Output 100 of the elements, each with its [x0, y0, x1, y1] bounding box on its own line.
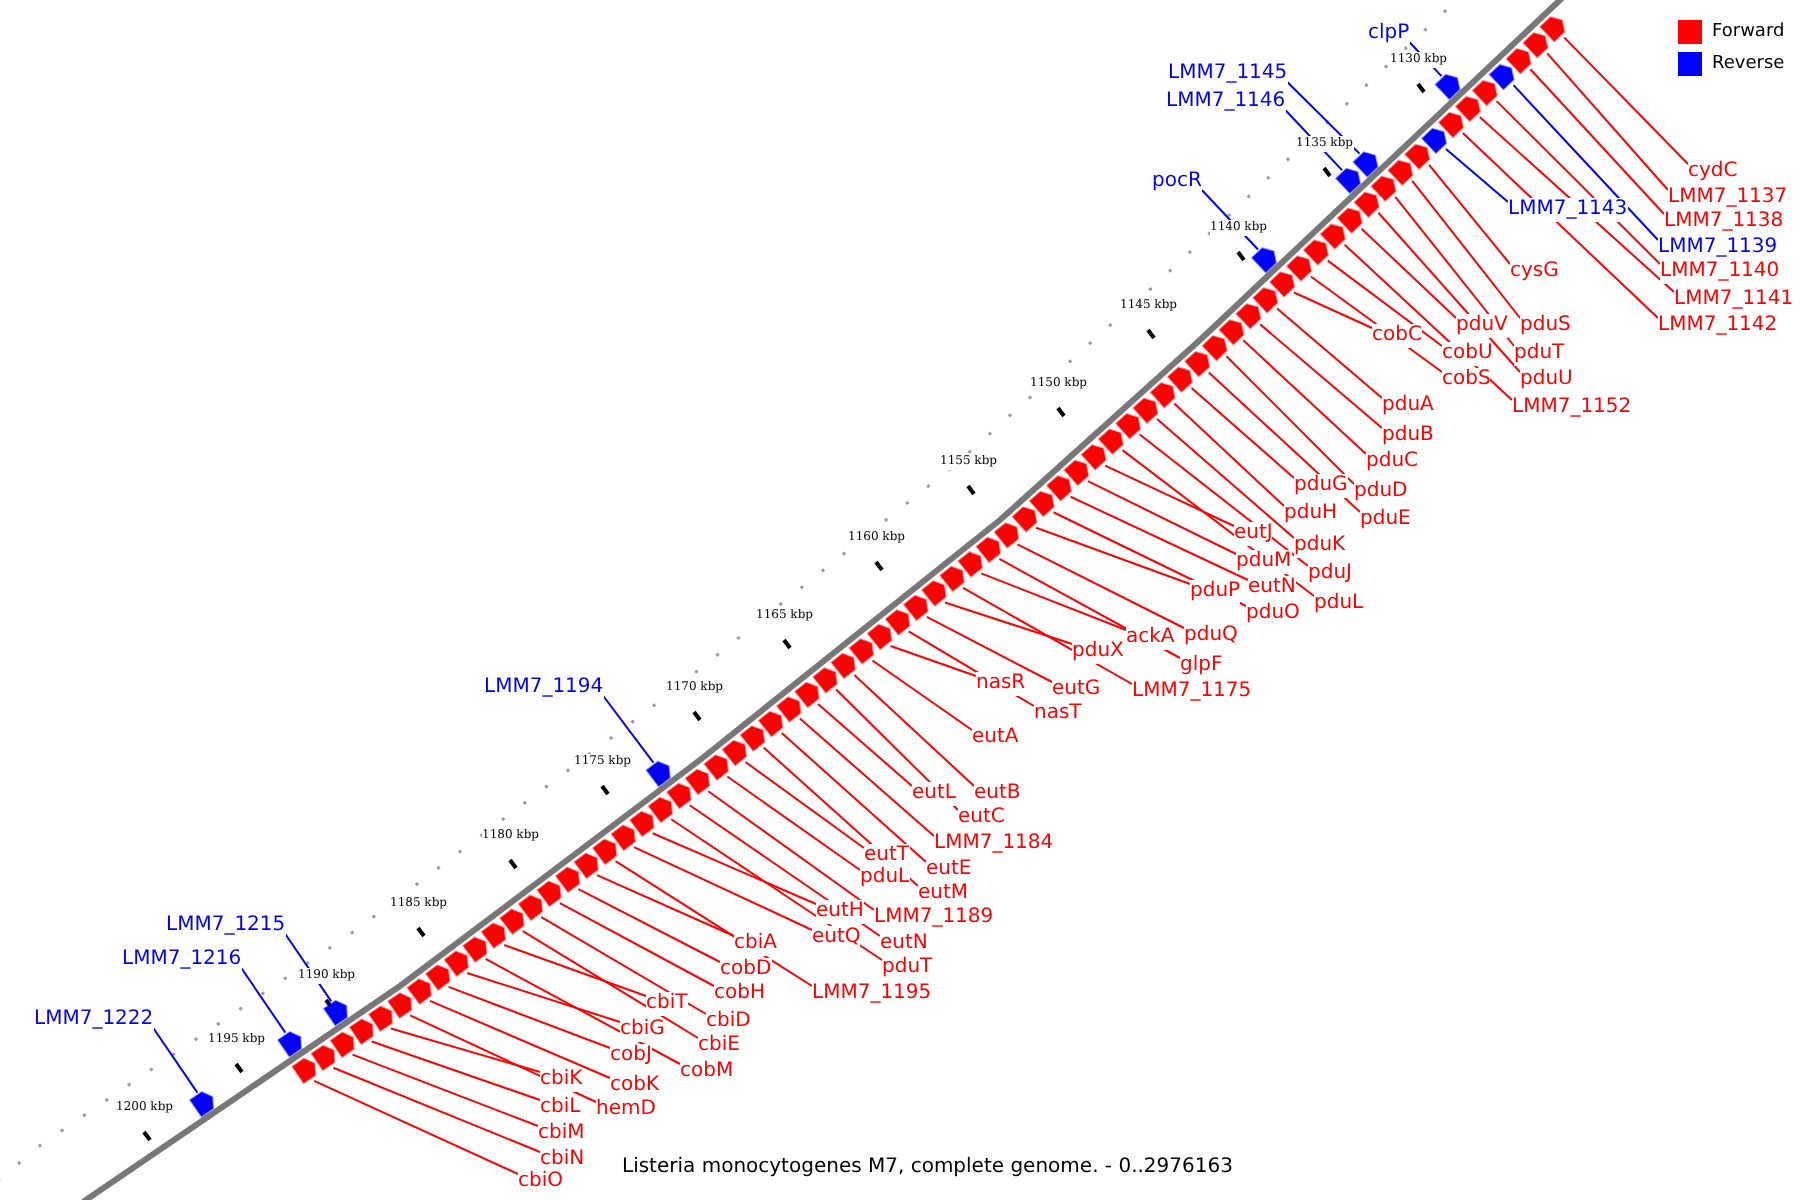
leader-line	[1428, 163, 1511, 265]
gene-label: LMM7_1175	[1132, 680, 1252, 704]
gene-label: LMM7_1141	[1674, 288, 1794, 312]
gene-block	[1352, 151, 1379, 178]
gene-block	[920, 580, 947, 607]
gene-label: pduQ	[1184, 624, 1238, 648]
gene-label: pduV	[1456, 314, 1508, 338]
gene-label: clpP	[1368, 22, 1410, 46]
gene-label: eutT	[864, 844, 910, 868]
gene-block	[1183, 350, 1211, 378]
leader-line	[614, 860, 813, 987]
gene-block	[1471, 79, 1498, 107]
gene-label: LMM7_1222	[34, 1008, 154, 1032]
gene-label: LMM7_1140	[1660, 260, 1780, 284]
gene-block	[1097, 428, 1124, 456]
gene-block	[499, 908, 525, 936]
gene-block	[793, 681, 820, 709]
leader-line	[466, 971, 621, 1023]
leader-line	[1242, 339, 1367, 455]
leader-line	[835, 688, 959, 811]
leader-line	[1360, 227, 1457, 319]
gene-label: LMM7_1142	[1658, 314, 1778, 338]
gene-block	[1132, 397, 1159, 425]
gene-block	[1437, 111, 1465, 139]
gene-label: pduE	[1360, 508, 1411, 532]
gene-block	[775, 696, 802, 724]
leader-line	[1478, 116, 1675, 293]
leader-line	[1104, 464, 1235, 527]
leader-line	[707, 790, 875, 911]
leader-line	[1546, 52, 1669, 191]
gene-label: pduL	[860, 866, 910, 890]
gene-label: pduC	[1366, 450, 1419, 474]
gene-block	[1045, 475, 1073, 502]
caption: Listeria monocytogenes M7, complete genome. - 0..2976163	[622, 1154, 1233, 1180]
leader-line	[780, 732, 927, 863]
gene-block	[721, 739, 748, 767]
leader-line	[688, 804, 881, 937]
gene-block	[480, 922, 507, 950]
gene-block	[386, 992, 413, 1020]
gene-block	[443, 950, 469, 978]
leader-line	[670, 818, 883, 961]
gene-block	[461, 936, 488, 964]
leader-line	[1035, 526, 1191, 585]
leader-line	[871, 659, 973, 731]
gene-block	[329, 1031, 355, 1059]
leader-line	[962, 586, 1133, 685]
gene-label: cbiA	[734, 932, 777, 956]
gene-label: LMM7_1138	[1664, 210, 1784, 234]
leader-line	[944, 601, 1073, 645]
legend-label: Forward	[1712, 20, 1785, 44]
gene-block	[1539, 16, 1566, 43]
gene-label: pduT	[1514, 342, 1565, 366]
leader-line	[484, 958, 681, 1065]
leader-line	[602, 695, 655, 764]
gene-block	[866, 623, 893, 651]
gene-label: pduM	[1236, 550, 1292, 574]
gene-block	[1028, 490, 1055, 518]
gene-block	[367, 1005, 394, 1033]
gene-label: LMM7_1194	[484, 676, 604, 700]
leader-line	[332, 1066, 541, 1153]
gene-label: pduT	[882, 956, 933, 980]
gene-block	[1403, 143, 1431, 171]
gene-block	[1370, 175, 1397, 203]
gene-label: eutL	[912, 782, 956, 806]
gene-block	[291, 1057, 317, 1085]
gene-block	[1011, 506, 1038, 533]
gene-block	[957, 551, 983, 578]
gene-block	[406, 978, 432, 1006]
gene-label: cydC	[1688, 160, 1738, 184]
leader-line	[1529, 68, 1665, 215]
leader-line	[1276, 307, 1383, 399]
leader-line	[1190, 387, 1295, 479]
gene-block	[1285, 255, 1313, 282]
gene-block	[1522, 31, 1549, 59]
gene-block	[1250, 247, 1278, 274]
gene-label: cbiT	[646, 992, 688, 1016]
gene-label: cobU	[1442, 342, 1493, 366]
gene-block	[276, 1030, 303, 1058]
gene-block	[703, 754, 730, 782]
leader-line	[370, 1040, 541, 1101]
gene-block	[902, 594, 929, 622]
gene-label: ackA	[1126, 626, 1175, 650]
leader-line	[817, 703, 913, 787]
gene-label: LMM7_1143	[1508, 198, 1628, 222]
gene-block	[1319, 223, 1346, 250]
leader-line	[1411, 179, 1521, 319]
legend-label: Reverse	[1712, 52, 1785, 76]
leader-line	[1293, 291, 1373, 329]
gene-block	[1268, 271, 1296, 298]
leader-line	[313, 1079, 519, 1175]
gene-block	[811, 667, 838, 694]
gene-block	[1201, 334, 1228, 362]
leader-line	[1225, 355, 1355, 485]
gene-label: LMM7_1216	[122, 948, 242, 972]
gene-label: pduG	[1294, 474, 1348, 498]
gene-block	[610, 824, 636, 852]
leader-line	[1259, 323, 1383, 429]
gene-block	[1488, 63, 1515, 91]
leader-line	[889, 644, 977, 677]
gene-label: cobC	[1372, 324, 1422, 348]
